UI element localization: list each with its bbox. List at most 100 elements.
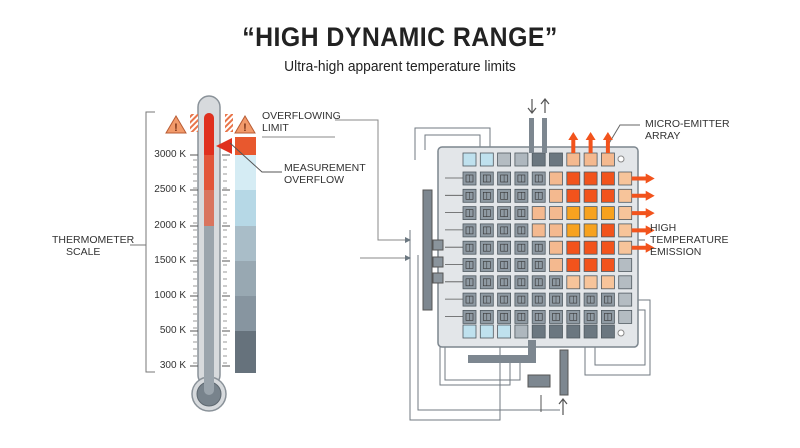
emitter-cell — [583, 309, 598, 324]
emitter-cell — [462, 275, 477, 290]
column-driver-bus — [468, 355, 536, 363]
top-io-pad — [497, 152, 512, 167]
tick-label: 1000 K — [154, 290, 186, 301]
input-arrow-icon — [527, 99, 537, 114]
emission-arrow-icon — [631, 208, 655, 219]
tick-label: 2500 K — [154, 184, 186, 195]
emitter-cell — [462, 206, 477, 221]
emitter-cell — [497, 223, 512, 238]
emitter-cell — [566, 309, 581, 324]
svg-text:!: ! — [243, 122, 247, 134]
emitter-cell — [618, 206, 633, 221]
thermometer — [190, 95, 230, 412]
bottom-io-pad — [549, 324, 563, 339]
emitter-cell — [583, 240, 598, 255]
emitter-cell — [514, 171, 529, 186]
emitter-cell — [531, 171, 546, 186]
emitter-cell — [462, 171, 477, 186]
emitter-cell — [479, 206, 494, 221]
emitter-cell — [531, 275, 546, 290]
emitter-cell — [497, 258, 512, 272]
emitter-cell — [514, 275, 529, 290]
emitter-cell — [497, 206, 512, 221]
emitter-cell — [618, 309, 633, 324]
emitter-cell — [479, 292, 494, 307]
emitter-cell — [497, 240, 512, 255]
emitter-cell — [583, 292, 598, 307]
top-io-pad — [479, 152, 494, 167]
emitter-cell — [479, 258, 494, 272]
bottom-io-pad — [462, 324, 477, 339]
emitter-cell — [462, 292, 477, 307]
emitter-cell — [514, 292, 529, 307]
emitter-cell — [549, 223, 563, 238]
mercury-overflow — [204, 113, 214, 159]
emitter-cell — [601, 240, 615, 255]
emitter-cell — [601, 171, 615, 186]
emitter-cell — [479, 223, 494, 238]
emitter-cell — [497, 309, 512, 324]
emitter-cell — [566, 292, 581, 307]
emitter-cell — [479, 188, 494, 203]
emitter-cell — [531, 258, 546, 272]
bottom-io-pad — [566, 324, 581, 339]
emitter-cell — [583, 275, 598, 290]
bottom-io-pad — [497, 324, 512, 339]
emitter-cell — [618, 258, 633, 272]
page-subtitle: Ultra-high apparent temperature limits — [284, 58, 516, 75]
emitter-cell — [497, 292, 512, 307]
emitter-cell — [514, 223, 529, 238]
emitter-cell — [583, 206, 598, 221]
top-io-pad — [549, 152, 563, 167]
emission-arrow-icon — [631, 242, 655, 253]
emitter-cell — [601, 223, 615, 238]
overflow-pointer-arrow — [216, 138, 232, 154]
emitter-cell — [618, 188, 633, 203]
emitter-cell — [583, 258, 598, 272]
emitter-cell — [549, 206, 563, 221]
emitter-cell — [583, 171, 598, 186]
warning-icon: ! — [234, 115, 256, 134]
top-io-pad — [462, 152, 477, 167]
row-driver-bus — [422, 189, 433, 311]
tick-label: 500 K — [159, 325, 186, 336]
emitter-cell — [566, 171, 581, 186]
svg-text:!: ! — [174, 122, 178, 134]
emitter-cell — [497, 188, 512, 203]
emitter-cell — [601, 309, 615, 324]
emitter-cell — [514, 188, 529, 203]
top-io-pad — [583, 152, 598, 167]
emitter-cell — [618, 240, 633, 255]
emitter-cell — [531, 240, 546, 255]
emitter-cell — [462, 258, 477, 272]
bottom-io-pad — [601, 324, 615, 339]
emitter-cell — [583, 223, 598, 238]
emitter-cell — [618, 292, 633, 307]
emitter-cell — [549, 292, 563, 307]
emitter-cell — [462, 188, 477, 203]
emitter-cell — [514, 258, 529, 272]
emitter-cell — [479, 171, 494, 186]
output-arrow-icon — [540, 98, 550, 113]
emitter-cell — [549, 188, 563, 203]
emitter-cell — [462, 240, 477, 255]
emitter-cell — [566, 275, 581, 290]
emitter-cell — [531, 309, 546, 324]
emitter-cell — [514, 206, 529, 221]
emitter-cell — [531, 292, 546, 307]
emitter-cell — [566, 188, 581, 203]
emitter-cell — [462, 309, 477, 324]
top-io-pad — [531, 152, 546, 167]
emitter-cell — [566, 258, 581, 272]
emitter-cell — [549, 171, 563, 186]
emitter-cell — [514, 240, 529, 255]
emitter-cell — [549, 240, 563, 255]
emitter-cell — [618, 171, 633, 186]
tick-label: 3000 K — [154, 149, 186, 160]
emitter-cell — [549, 258, 563, 272]
bottom-io-pad — [531, 324, 546, 339]
emitter-cell — [462, 223, 477, 238]
